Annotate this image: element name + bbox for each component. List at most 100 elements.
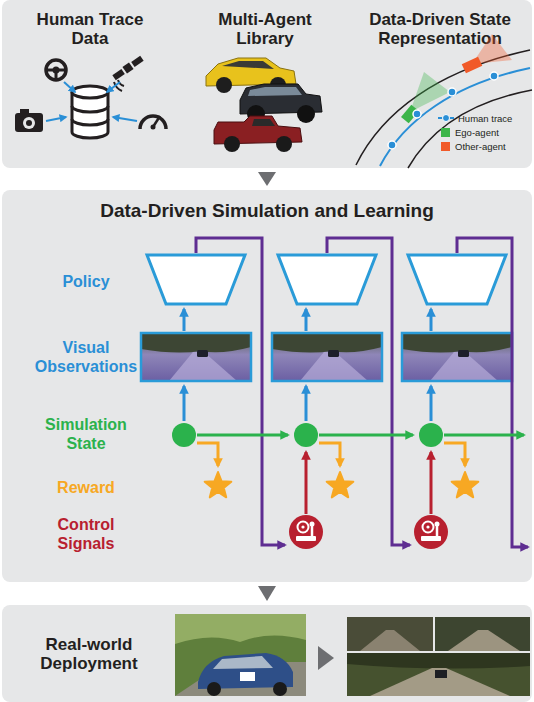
panel-heading: Data-Driven Simulation and Learning: [2, 200, 532, 221]
satellite-icon: [122, 62, 133, 73]
panel: Data-Driven Simulation and Learning: [2, 190, 532, 582]
trace-point: [490, 72, 498, 80]
control-symbol: [289, 515, 323, 549]
camera-frame: [435, 617, 530, 651]
reward-arrow: [197, 443, 218, 466]
ego-view-cone: [410, 72, 450, 112]
photo-car-sign: [240, 672, 255, 681]
car-window: [222, 61, 274, 69]
observation-frame: [272, 333, 382, 381]
purple-arrows: [196, 238, 528, 547]
state-circle: [419, 423, 443, 447]
rewards: [197, 443, 478, 497]
state-arrow: [444, 434, 524, 437]
data-arrow: [64, 82, 75, 92]
policy-trapezoid: [147, 255, 245, 304]
connector-layer: [258, 172, 276, 601]
observation-frame: [141, 333, 251, 381]
camera-frame-road: [370, 668, 510, 696]
panel-heading: Human Trace Data: [32, 10, 148, 48]
camera-icon: [20, 109, 29, 114]
legend-line: [438, 117, 454, 119]
camera-frame: [347, 653, 530, 696]
vehicle-photo: [175, 614, 306, 696]
car-wheel: [297, 105, 315, 123]
action-arrow: [457, 238, 528, 547]
reward-star: [452, 472, 479, 497]
flow-arrow: [258, 172, 276, 186]
camera-frame-road: [360, 630, 420, 651]
arrow-triangle: [318, 646, 334, 670]
steering-wheel-icon: [46, 60, 66, 80]
data-arrow: [107, 82, 120, 92]
state-arrow: [197, 434, 288, 437]
photo-car-window: [213, 656, 273, 669]
satellite-icon: [131, 56, 143, 67]
policy-input-arrow: [183, 309, 186, 331]
steering-wheel-icon: [53, 67, 60, 74]
reward-arrow: [319, 443, 340, 466]
legend-dot: [443, 115, 450, 122]
camera-frame-road: [448, 630, 520, 651]
speedometer-icon: [140, 116, 166, 129]
action-arrow: [327, 238, 410, 545]
photo-foliage: [175, 614, 306, 644]
car-wheel: [216, 77, 232, 93]
database-top: [72, 86, 108, 98]
database-illustration: [15, 55, 166, 138]
photo-car-wheel: [273, 682, 287, 696]
camera-icon: [15, 113, 43, 132]
camera-frame-trees: [347, 653, 530, 669]
state-arrow: [319, 434, 413, 437]
observation-image: [272, 333, 382, 381]
observation-arrow: [305, 386, 308, 421]
data-arrow: [46, 117, 66, 121]
car-wheel: [224, 136, 240, 152]
trace-point: [388, 141, 396, 149]
observation-arrow: [183, 386, 186, 421]
car-illustration: [214, 116, 302, 152]
camera-frame-car: [435, 670, 447, 678]
road-edge: [356, 50, 530, 165]
photo-car-wheel: [207, 682, 221, 696]
policy-input-arrow: [305, 309, 308, 331]
car-window: [252, 119, 275, 126]
action-arrow: [196, 238, 285, 545]
car-window: [248, 87, 302, 96]
observation-arrow: [430, 386, 433, 421]
reward-star: [205, 472, 232, 497]
control-arrow: [305, 452, 308, 514]
state-chain: [172, 423, 524, 447]
camera-frame: [347, 617, 433, 651]
database-stripe: [72, 119, 108, 125]
state-circle: [172, 423, 196, 447]
trace-point: [413, 110, 421, 118]
observation-image: [402, 333, 512, 381]
speedometer-icon: [151, 125, 156, 130]
controls: [289, 452, 448, 549]
blue-arrows: [184, 309, 431, 421]
human-trace: [380, 68, 530, 166]
observation-image: [141, 333, 251, 381]
policy-input-arrow: [430, 309, 433, 331]
observations: [141, 333, 512, 381]
car-wheel: [276, 136, 292, 152]
panel-heading: Real-world Deployment: [28, 635, 150, 673]
flow-arrow: [258, 586, 276, 601]
state-illustration: [356, 34, 532, 168]
photo-background: [175, 614, 306, 696]
camera-collage: [347, 617, 530, 696]
reward-arrow: [444, 443, 465, 466]
control-symbol: [414, 515, 448, 549]
trace-point: [448, 88, 456, 96]
camera-icon: [23, 117, 35, 129]
data-arrow: [113, 117, 137, 121]
camera-icon: [26, 120, 32, 126]
satellite-icon: [112, 69, 124, 80]
policy-networks: [147, 255, 506, 304]
database-stripe: [72, 106, 108, 112]
other-agent: [462, 57, 483, 74]
policy-trapezoid: [408, 255, 506, 304]
